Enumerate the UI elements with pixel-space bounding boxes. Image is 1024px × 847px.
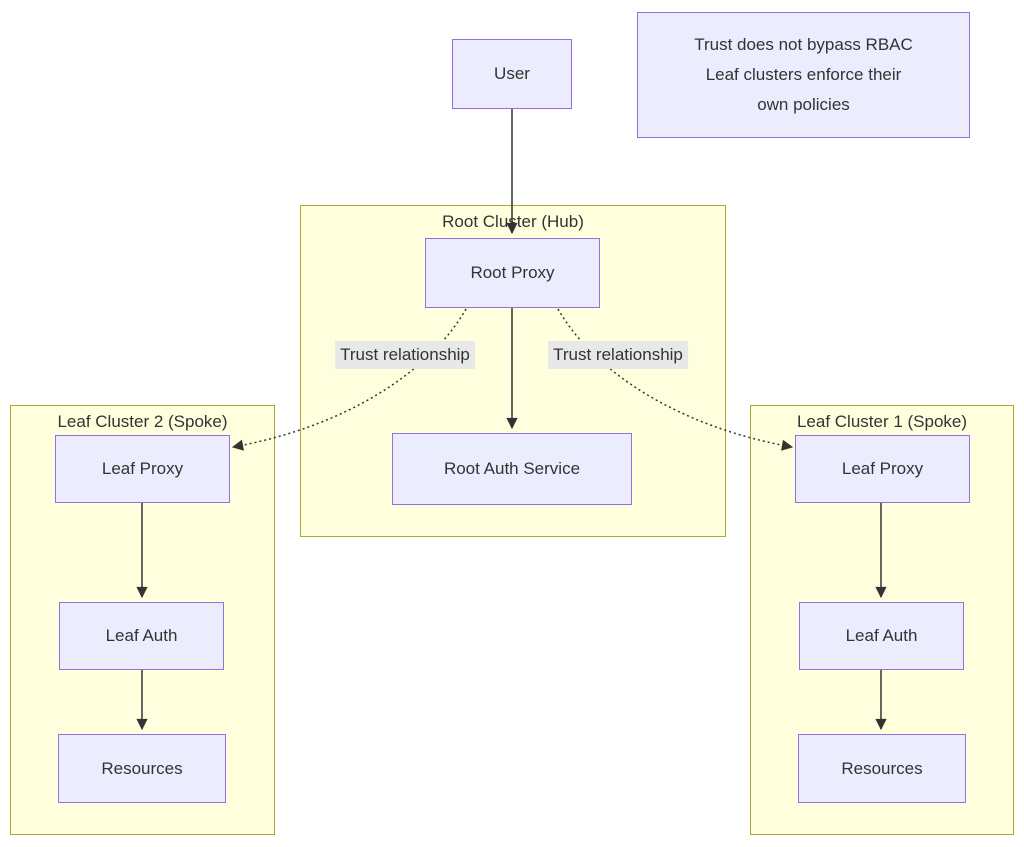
node-root-auth-service: Root Auth Service: [392, 433, 632, 505]
node-leaf2-resources: Resources: [58, 734, 226, 803]
node-leaf2-proxy: Leaf Proxy: [55, 435, 230, 503]
note-trust-rbac: Trust does not bypass RBAC Leaf clusters…: [637, 12, 970, 138]
cluster-leaf-1-title: Leaf Cluster 1 (Spoke): [796, 412, 968, 431]
node-leaf1-auth: Leaf Auth: [799, 602, 964, 670]
node-user: User: [452, 39, 572, 109]
edge-label-trust-left: Trust relationship: [335, 341, 475, 369]
node-leaf1-proxy: Leaf Proxy: [795, 435, 970, 503]
node-leaf2-auth: Leaf Auth: [59, 602, 224, 670]
cluster-root-title: Root Cluster (Hub): [442, 212, 584, 231]
node-root-proxy: Root Proxy: [425, 238, 600, 308]
node-leaf1-resources: Resources: [798, 734, 966, 803]
edge-label-trust-right: Trust relationship: [548, 341, 688, 369]
cluster-leaf-2-title: Leaf Cluster 2 (Spoke): [57, 412, 228, 431]
